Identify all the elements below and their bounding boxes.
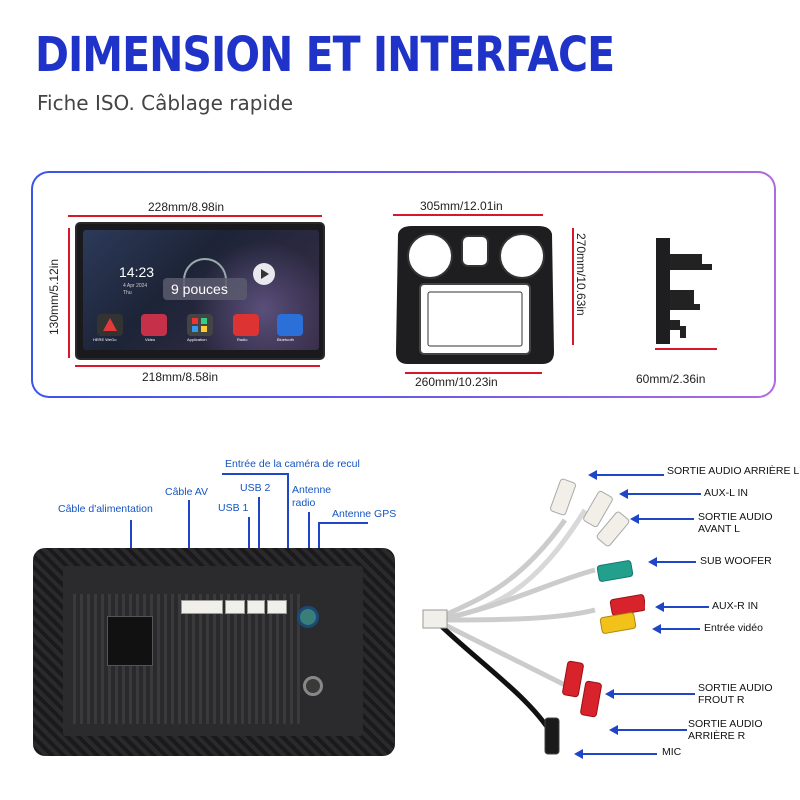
rca-sub xyxy=(596,560,634,582)
app-label-application: Application xyxy=(187,337,207,342)
arrow-sub xyxy=(648,557,657,567)
label-av-cable: Câble AV xyxy=(165,486,208,498)
power-connector xyxy=(107,616,153,666)
head-unit-screen: 14:23 4 Apr 2024 Thu 9 pouces HERE WeGo … xyxy=(83,230,319,350)
arrow-aux-r xyxy=(655,602,664,612)
frame-width-top: 305mm/12.01in xyxy=(420,199,503,213)
label-usb1: USB 1 xyxy=(218,502,249,514)
app-video-icon[interactable] xyxy=(141,314,167,336)
head-unit-width-top: 228mm/8.98in xyxy=(148,200,225,214)
app-radio-icon[interactable] xyxy=(233,314,259,336)
screen-size-badge: 9 pouces xyxy=(163,278,247,300)
camera-connector xyxy=(267,600,287,614)
back-panel-image xyxy=(33,548,395,756)
app-application-icon[interactable] xyxy=(187,314,213,336)
label-radio-antenna: Antenne radio xyxy=(292,484,332,509)
label-rear-audio-r: SORTIE AUDIO ARRIÈRE R xyxy=(688,718,763,742)
head-unit-width-bottom-line xyxy=(75,365,320,367)
label-front-audio-r: SORTIE AUDIO FROUT R xyxy=(698,682,773,706)
arrow-front-l xyxy=(630,514,639,524)
callout-line-camera xyxy=(287,473,289,606)
gps-antenna-port xyxy=(303,676,323,696)
head-unit-width-line xyxy=(68,215,322,217)
app-bluetooth-icon[interactable] xyxy=(277,314,303,336)
speedometer-icon xyxy=(183,258,227,288)
frame-width-bottom: 260mm/10.23in xyxy=(415,375,498,389)
av-connector xyxy=(181,600,223,614)
mic-jack xyxy=(544,717,560,755)
label-rear-audio-l: SORTIE AUDIO ARRIÈRE L xyxy=(667,465,800,477)
page-title: DIMENSION ET INTERFACE xyxy=(35,26,615,83)
depth-label: 60mm/2.36in xyxy=(636,372,706,386)
label-subwoofer: SUB WOOFER xyxy=(700,555,772,567)
label-aux-r: AUX-R IN xyxy=(712,600,759,612)
depth-line xyxy=(655,348,717,350)
head-unit-width-bottom: 218mm/8.58in xyxy=(142,370,219,384)
arrow-front-r xyxy=(605,689,614,699)
label-camera-input: Entrée de la caméra de recul xyxy=(225,458,360,470)
rca-aux-l xyxy=(583,490,613,528)
screen-date: 4 Apr 2024 xyxy=(123,283,148,289)
rca-rear-r xyxy=(580,680,602,718)
app-label-here: HERE WeGo xyxy=(93,337,117,342)
rca-rear-l xyxy=(550,478,576,516)
label-gps-antenna: Antenne GPS xyxy=(332,508,397,520)
head-unit-height: 130mm/5.12in xyxy=(47,258,61,335)
frame-width-bottom-line xyxy=(405,372,542,374)
arrow-rear-l xyxy=(588,470,597,480)
head-unit-height-line xyxy=(68,228,70,358)
arrow-rear-r xyxy=(609,725,618,735)
harness-image xyxy=(422,478,645,755)
play-button-icon[interactable] xyxy=(253,263,275,285)
arrow-video xyxy=(652,624,661,634)
label-power-cable: Câble d'alimentation xyxy=(58,503,153,515)
label-video-in: Entrée vidéo xyxy=(704,622,763,634)
app-label-radio: Radio xyxy=(237,337,248,342)
app-label-bluetooth: Bluetooth xyxy=(277,337,294,342)
head-unit-image: 14:23 4 Apr 2024 Thu 9 pouces HERE WeGo … xyxy=(75,222,325,360)
rca-front-l xyxy=(596,511,630,547)
usb2-connector xyxy=(247,600,265,614)
label-aux-l: AUX-L IN xyxy=(704,487,748,499)
app-label-video: Video xyxy=(145,337,156,342)
usb1-connector xyxy=(225,600,245,614)
arrow-mic xyxy=(574,749,583,759)
label-mic: MIC xyxy=(662,746,682,758)
rca-video xyxy=(599,612,637,634)
callout-line-camera-h xyxy=(222,473,287,475)
screen-day: Thu xyxy=(123,290,132,296)
fascia-frame-image xyxy=(396,226,554,364)
app-here-icon[interactable] xyxy=(97,314,123,336)
frame-width-top-line xyxy=(393,214,543,216)
frame-height: 270mm/10.63in xyxy=(574,233,588,316)
radio-antenna-port xyxy=(297,606,319,628)
arrow-aux-l xyxy=(619,489,628,499)
rca-front-r xyxy=(562,660,584,698)
label-front-audio-l: SORTIE AUDIO AVANT L xyxy=(698,511,773,535)
frame-height-line xyxy=(572,228,574,345)
side-bracket-image xyxy=(656,238,712,344)
screen-time: 14:23 xyxy=(119,264,155,280)
page-subtitle: Fiche ISO. Câblage rapide xyxy=(37,91,293,115)
callout-line-gps-h xyxy=(318,522,368,524)
rca-aux-r xyxy=(609,594,645,616)
label-usb2: USB 2 xyxy=(240,482,271,494)
